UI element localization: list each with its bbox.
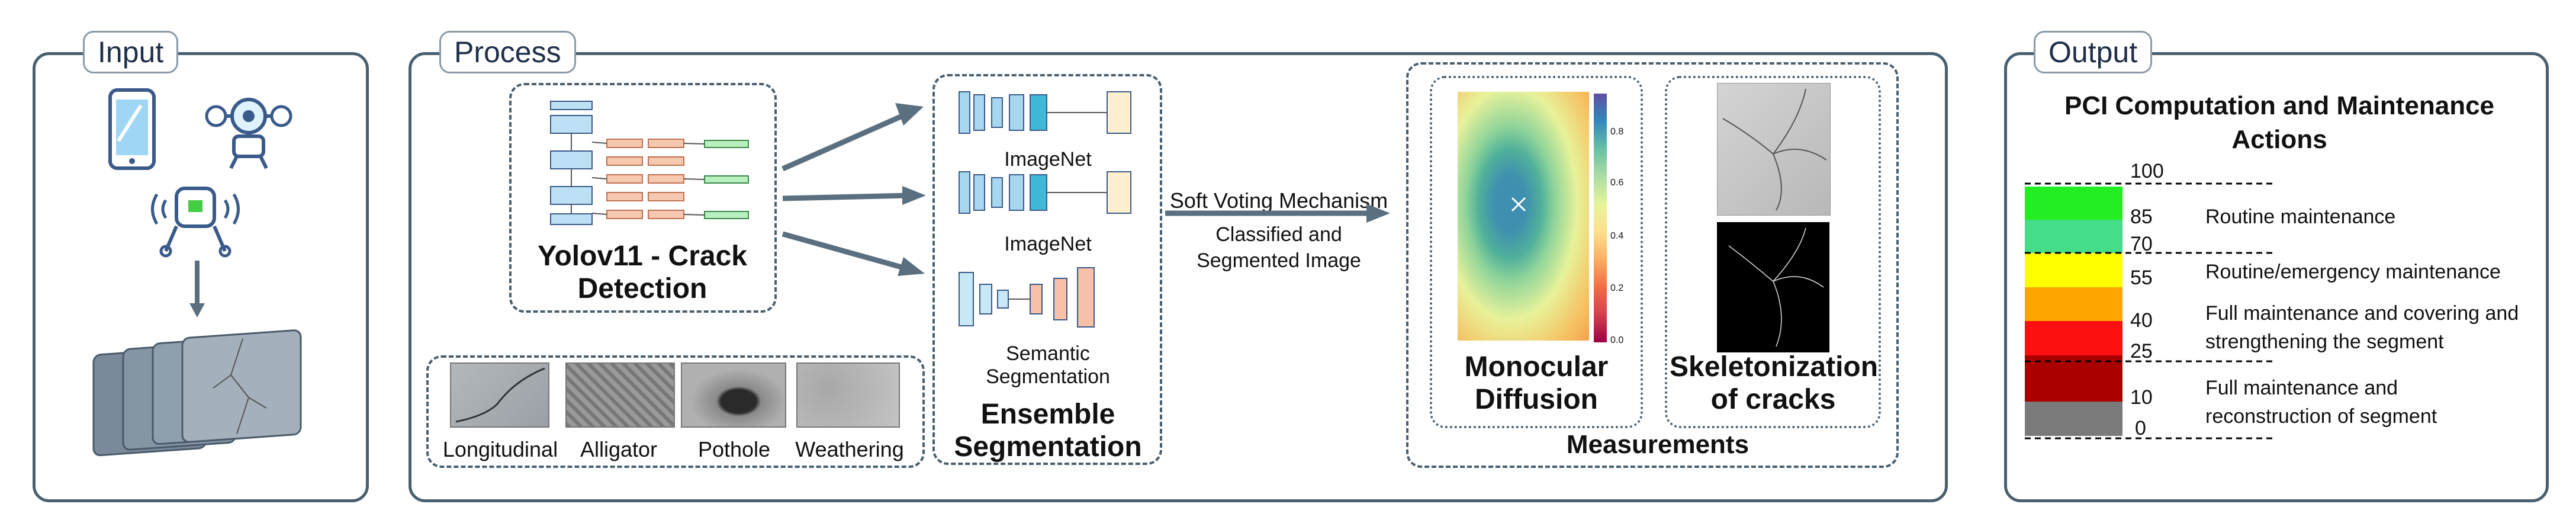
process-panel-title: Process — [439, 31, 576, 73]
process-panel — [409, 52, 1948, 502]
pci-band-5 — [2025, 321, 2122, 355]
colorbar-tick-0.4: 0.4 — [1610, 231, 1624, 241]
ensemble-title: Ensemble Segmentation — [954, 399, 1142, 463]
yolo-to-ensemble-arrows — [782, 103, 926, 276]
pci-tick-0: 0 — [2135, 417, 2146, 439]
crack-type-alligator: Alligator — [580, 437, 658, 461]
ensemble-label-imagenet-2: ImageNet — [1004, 233, 1092, 255]
pci-tick-55: 55 — [2130, 267, 2153, 289]
skeleton-road-cracks — [1722, 88, 1827, 211]
skeleton-binary-cracks — [1728, 227, 1824, 347]
pci-tick-10: 10 — [2130, 386, 2153, 409]
skeleton-box — [1665, 76, 1881, 428]
vehicle-sensor-icon — [151, 187, 240, 258]
colorbar-tick-0.0: 0.0 — [1610, 335, 1624, 345]
input-panel — [33, 52, 369, 502]
pci-heading: PCI Computation and Maintenance Actions — [2064, 91, 2495, 155]
colorbar-tick-0.6: 0.6 — [1610, 178, 1624, 188]
pci-tick-25: 25 — [2130, 340, 2153, 362]
road-image-stack — [92, 329, 302, 457]
skeleton-road-image — [1717, 83, 1831, 216]
crack-thumbnail-weathering — [796, 362, 900, 428]
pci-tick-70: 70 — [2130, 233, 2153, 255]
pci-action-3: Full maintenance and covering and streng… — [2205, 302, 2519, 353]
colorbar-tick-0.8: 0.8 — [1610, 127, 1624, 137]
pci-band-2 — [2025, 220, 2122, 253]
ensemble-label-semantic: Semantic Segmentation — [986, 342, 1110, 389]
down-arrow-icon — [189, 261, 205, 317]
crack-thumbnail-pothole — [681, 362, 786, 428]
crack-type-weathering: Weathering — [795, 437, 904, 461]
drone-icon — [205, 98, 292, 169]
ensemble-network-diagrams — [959, 91, 1131, 328]
pci-band-6 — [2025, 355, 2122, 402]
voting-label: Soft Voting Mechanism — [1169, 188, 1388, 213]
output-panel — [2004, 52, 2549, 502]
pci-band-7 — [2025, 402, 2122, 436]
pci-band-4 — [2025, 287, 2122, 321]
measurements-box — [1406, 62, 1899, 468]
monocular-label: Monocular Diffusion — [1464, 351, 1609, 416]
depth-map — [1458, 92, 1589, 341]
ensemble-label-imagenet-1: ImageNet — [1004, 148, 1092, 171]
crack-type-longitudinal: Longitudinal — [442, 437, 558, 461]
smartphone-icon — [108, 88, 156, 170]
pci-tick-100: 100 — [2130, 160, 2164, 182]
input-panel-title: Input — [83, 31, 179, 73]
ensemble-box — [932, 74, 1162, 465]
pci-action-4: Full maintenance and reconstruction of s… — [2205, 377, 2437, 428]
output-panel-title: Output — [2034, 31, 2153, 73]
pci-action-2: Routine/emergency maintenance — [2205, 261, 2501, 283]
depth-colorbar — [1594, 94, 1607, 342]
longitudinal-crack-line — [455, 367, 545, 423]
pci-band-3 — [2025, 253, 2122, 287]
pci-threshold-lines — [2025, 182, 2273, 439]
crack-thumbnail-alligator — [565, 362, 675, 428]
skeleton-binary-image — [1717, 222, 1829, 352]
skeleton-label: Skeletonization of cracks — [1670, 351, 1879, 416]
measurements-label: Measurements — [1566, 430, 1750, 459]
depth-map-marker — [1511, 197, 1526, 212]
voting-sublabel: Classified and Segmented Image — [1197, 223, 1361, 272]
colorbar-tick-0.2: 0.2 — [1610, 283, 1624, 293]
monocular-box — [1430, 76, 1643, 428]
yolo-label: Yolov11 - Crack Detection — [538, 240, 747, 305]
pci-action-1: Routine maintenance — [2205, 206, 2396, 228]
pci-tick-40: 40 — [2130, 309, 2153, 332]
pci-tick-85: 85 — [2130, 206, 2153, 228]
crack-type-pothole: Pothole — [697, 437, 771, 461]
yolo-box — [509, 83, 777, 313]
pci-band-1 — [2025, 187, 2122, 220]
crack-types-box — [426, 355, 925, 468]
voting-arrow — [1165, 204, 1390, 223]
yolo-architecture-diagram — [550, 101, 749, 225]
